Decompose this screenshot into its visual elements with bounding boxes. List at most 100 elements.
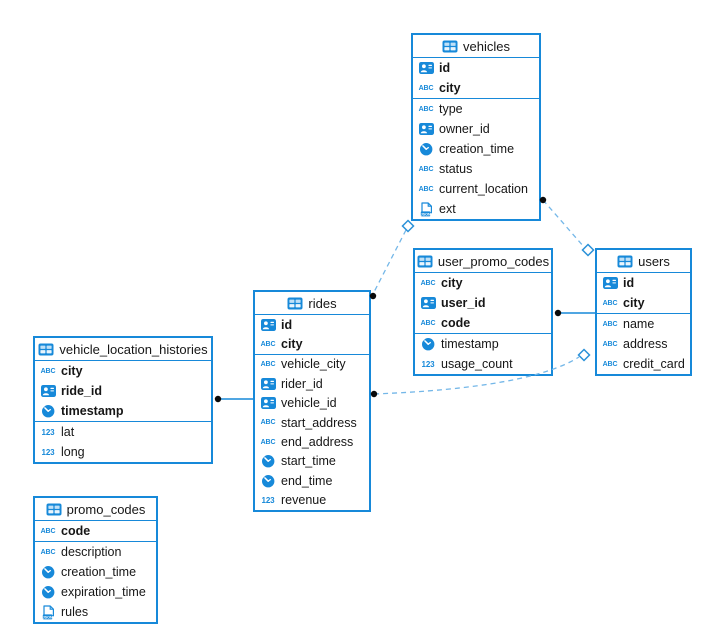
relation-dot <box>214 395 222 403</box>
column-row[interactable]: timestamp <box>35 401 211 421</box>
column-name: rider_id <box>281 376 323 391</box>
table-icon <box>617 255 633 268</box>
column-row[interactable]: expiration_time <box>35 582 156 602</box>
column-name: current_location <box>439 182 528 196</box>
column-row[interactable]: creation_time <box>35 562 156 582</box>
column-row[interactable]: owner_id <box>413 119 539 139</box>
column-row[interactable]: ride_id <box>35 381 211 401</box>
column-name: id <box>281 317 293 332</box>
column-name: type <box>439 102 463 116</box>
table-header[interactable]: promo_codes <box>35 498 156 521</box>
time-icon <box>259 454 277 468</box>
column-name: expiration_time <box>61 585 146 599</box>
svg-text:JSON: JSON <box>42 615 52 619</box>
column-row[interactable]: timestamp <box>415 334 551 354</box>
text-icon: ABC <box>260 438 276 446</box>
relation-diamond <box>581 243 595 257</box>
column-row[interactable]: ABC current_location <box>413 179 539 199</box>
text-icon: ABC <box>602 320 618 328</box>
table-icon <box>38 343 54 356</box>
number-icon: 123 <box>261 495 275 505</box>
column-row[interactable]: id <box>413 58 539 78</box>
table-header[interactable]: vehicle_location_histories <box>35 338 211 361</box>
column-row[interactable]: ABC city <box>597 293 690 313</box>
text-icon: ABC <box>420 279 436 287</box>
table-icon <box>442 40 458 53</box>
edge-vehicles-users <box>542 199 585 248</box>
table-header[interactable]: users <box>597 250 690 273</box>
column-row[interactable]: end_time <box>255 471 369 490</box>
time-icon <box>417 142 435 156</box>
column-name: id <box>623 276 635 290</box>
text-icon: ABC <box>40 367 56 375</box>
column-row[interactable]: ABC vehicle_city <box>255 355 369 374</box>
table-icon <box>46 503 62 516</box>
number-icon: 123 <box>41 427 55 437</box>
text-icon: ABC <box>260 360 276 368</box>
text-icon: ABC <box>40 548 56 556</box>
relation-diamond <box>401 219 415 233</box>
column-row[interactable]: creation_time <box>413 139 539 159</box>
column-row[interactable]: 123 revenue <box>255 491 369 510</box>
table-header[interactable]: rides <box>255 292 369 315</box>
edge-rides-vehicles <box>372 229 407 295</box>
text-icon: ABC <box>602 299 618 307</box>
column-row[interactable]: vehicle_id <box>255 394 369 413</box>
column-row[interactable]: rider_id <box>255 374 369 393</box>
column-name: revenue <box>281 493 327 508</box>
column-name: ext <box>439 202 456 216</box>
column-name: address <box>623 337 668 351</box>
table-header[interactable]: vehicles <box>413 35 539 58</box>
column-name: vehicle_city <box>281 357 346 372</box>
text-icon: ABC <box>418 185 434 193</box>
column-name: user_id <box>441 296 486 310</box>
id-icon <box>417 123 435 135</box>
column-name: timestamp <box>441 337 499 351</box>
column-row[interactable]: id <box>597 273 690 293</box>
column-row[interactable]: id <box>255 315 369 334</box>
id-icon <box>259 377 277 390</box>
table-title: users <box>638 253 670 269</box>
column-name: city <box>623 296 645 310</box>
column-name: code <box>61 524 91 538</box>
relation-dot <box>370 390 378 398</box>
column-name: end_address <box>281 435 354 450</box>
column-row[interactable]: ABC end_address <box>255 432 369 451</box>
column-name: vehicle_id <box>281 396 337 411</box>
column-row[interactable]: start_time <box>255 452 369 471</box>
text-icon: ABC <box>418 165 434 173</box>
relation-dot <box>554 309 562 317</box>
table-header[interactable]: user_promo_codes <box>415 250 551 273</box>
column-row[interactable]: user_id <box>415 293 551 313</box>
table-title: vehicles <box>463 38 510 54</box>
text-icon: ABC <box>418 84 434 92</box>
